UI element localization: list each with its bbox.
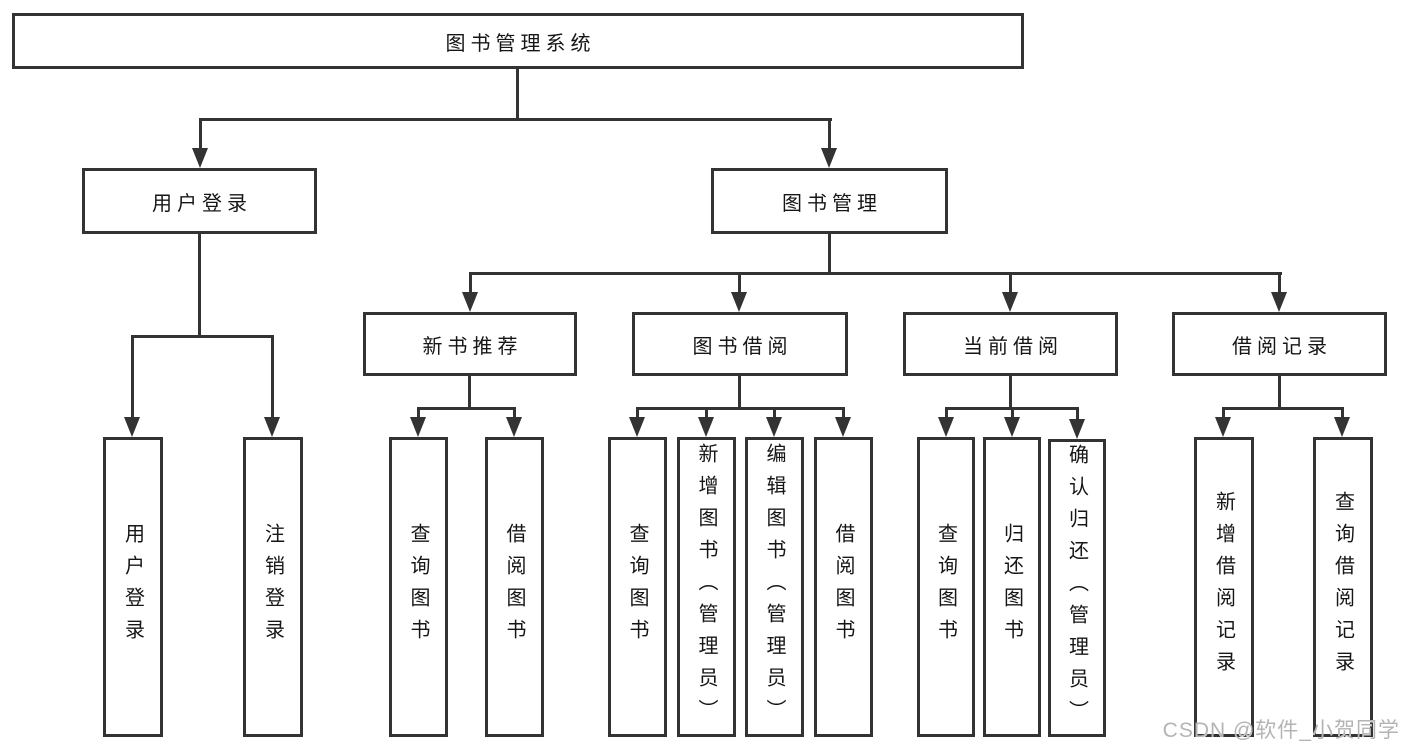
connector-drop-add-borrow-record — [1222, 407, 1225, 419]
connector-drop-confirm-return — [1076, 407, 1079, 419]
connector-drop-borrow-book-1 — [513, 407, 516, 419]
arrow-down-icon — [835, 417, 851, 437]
leaf-user-login: 用户登录 — [103, 437, 163, 737]
connector-l1-hbar — [199, 118, 832, 121]
leaf-confirm-return-admin: 确认归还（管理员） — [1048, 439, 1106, 737]
node-book-management-label: 图书管理 — [782, 192, 882, 215]
connector-drop-current-borrow — [1009, 272, 1012, 294]
arrow-down-icon — [766, 417, 782, 437]
connector-drop-new-book-recommend — [469, 272, 472, 294]
leaf-logout-label: 注销登录 — [261, 523, 284, 651]
connector-drop-query-book-2 — [636, 407, 639, 419]
arrow-down-icon — [938, 417, 954, 437]
connector-user-login-stem — [198, 234, 201, 335]
leaf-user-login-label: 用户登录 — [121, 523, 144, 651]
arrow-down-icon — [821, 148, 837, 168]
arrow-down-icon — [698, 417, 714, 437]
node-current-borrow: 当前借阅 — [903, 312, 1118, 376]
connector-drop-leaf-logout — [271, 335, 274, 419]
arrow-down-icon — [1004, 417, 1020, 437]
node-book-management: 图书管理 — [711, 168, 948, 234]
connector-drop-borrow-book-2 — [842, 407, 845, 419]
node-borrow-record-label: 借阅记录 — [1232, 335, 1332, 358]
arrow-down-icon — [192, 148, 208, 168]
connector-drop-book-management — [828, 118, 831, 150]
leaf-borrow-book-1: 借阅图书 — [485, 437, 544, 737]
connector-drop-query-book-3 — [945, 407, 948, 419]
leaf-logout: 注销登录 — [243, 437, 303, 737]
arrow-down-icon — [410, 417, 426, 437]
connector-drop-query-borrow-record — [1341, 407, 1344, 419]
leaf-query-book-3: 查询图书 — [917, 437, 975, 737]
leaf-query-book-3-label: 查询图书 — [934, 523, 957, 651]
node-user-login-label: 用户登录 — [152, 192, 252, 215]
leaf-add-book-admin: 新增图书（管理员） — [677, 437, 736, 737]
arrow-down-icon — [1069, 419, 1085, 439]
arrow-down-icon — [1002, 292, 1018, 312]
connector-drop-return-book — [1011, 407, 1014, 419]
node-borrow-record: 借阅记录 — [1172, 312, 1387, 376]
connector-drop-user-login — [199, 118, 202, 150]
connector-book-borrow-stem — [738, 376, 741, 407]
csdn-watermark: CSDN @软件_小贺同学 — [1162, 719, 1400, 742]
connector-drop-book-borrow — [738, 272, 741, 294]
node-new-book-recommend-label: 新书推荐 — [422, 335, 523, 358]
connector-drop-leaf-user-login — [131, 335, 134, 419]
leaf-return-book-label: 归还图书 — [1000, 523, 1023, 651]
connector-user-login-hbar — [131, 335, 274, 338]
arrow-down-icon — [1215, 417, 1231, 437]
node-root-label: 图书管理系统 — [445, 32, 596, 55]
leaf-borrow-book-1-label: 借阅图书 — [503, 523, 525, 651]
arrow-down-icon — [1271, 292, 1287, 312]
connector-drop-add-book — [705, 407, 708, 419]
arrow-down-icon — [629, 417, 645, 437]
leaf-query-borrow-record-label: 查询借阅记录 — [1331, 491, 1354, 683]
arrow-down-icon — [462, 292, 478, 312]
connector-drop-query-book-1 — [417, 407, 420, 419]
connector-l3-hbar — [469, 272, 1282, 275]
node-book-borrow-label: 图书借阅 — [692, 335, 793, 358]
leaf-confirm-return-admin-label: 确认归还（管理员） — [1065, 444, 1088, 732]
leaf-query-book-1: 查询图书 — [389, 437, 448, 737]
connector-book-management-stem — [828, 234, 831, 272]
leaf-borrow-book-2: 借阅图书 — [814, 437, 873, 737]
leaf-edit-book-admin-label: 编辑图书（管理员） — [763, 443, 785, 731]
connector-book-borrow-hbar — [636, 407, 845, 410]
leaf-add-book-admin-label: 新增图书（管理员） — [695, 443, 717, 731]
leaf-borrow-book-2-label: 借阅图书 — [832, 523, 854, 651]
arrow-down-icon — [731, 292, 747, 312]
connector-new-book-recommend-hbar — [417, 407, 516, 410]
node-root: 图书管理系统 — [12, 13, 1024, 69]
leaf-edit-book-admin: 编辑图书（管理员） — [745, 437, 804, 737]
connector-root-stem — [516, 69, 519, 119]
arrow-down-icon — [124, 417, 140, 437]
connector-current-borrow-stem — [1009, 376, 1012, 407]
connector-drop-edit-book — [773, 407, 776, 419]
arrow-down-icon — [506, 417, 522, 437]
leaf-add-borrow-record: 新增借阅记录 — [1194, 437, 1254, 737]
connector-drop-borrow-record — [1278, 272, 1281, 294]
node-current-borrow-label: 当前借阅 — [963, 335, 1063, 358]
arrow-down-icon — [264, 417, 280, 437]
leaf-query-book-2-label: 查询图书 — [626, 523, 648, 651]
node-new-book-recommend: 新书推荐 — [363, 312, 577, 376]
leaf-query-book-1-label: 查询图书 — [407, 523, 429, 651]
connector-new-book-recommend-stem — [468, 376, 471, 407]
leaf-return-book: 归还图书 — [983, 437, 1041, 737]
node-user-login: 用户登录 — [82, 168, 317, 234]
node-book-borrow: 图书借阅 — [632, 312, 848, 376]
connector-borrow-record-stem — [1278, 376, 1281, 407]
connector-borrow-record-hbar — [1222, 407, 1344, 410]
leaf-query-book-2: 查询图书 — [608, 437, 667, 737]
arrow-down-icon — [1334, 417, 1350, 437]
leaf-add-borrow-record-label: 新增借阅记录 — [1212, 491, 1235, 683]
leaf-query-borrow-record: 查询借阅记录 — [1313, 437, 1373, 737]
